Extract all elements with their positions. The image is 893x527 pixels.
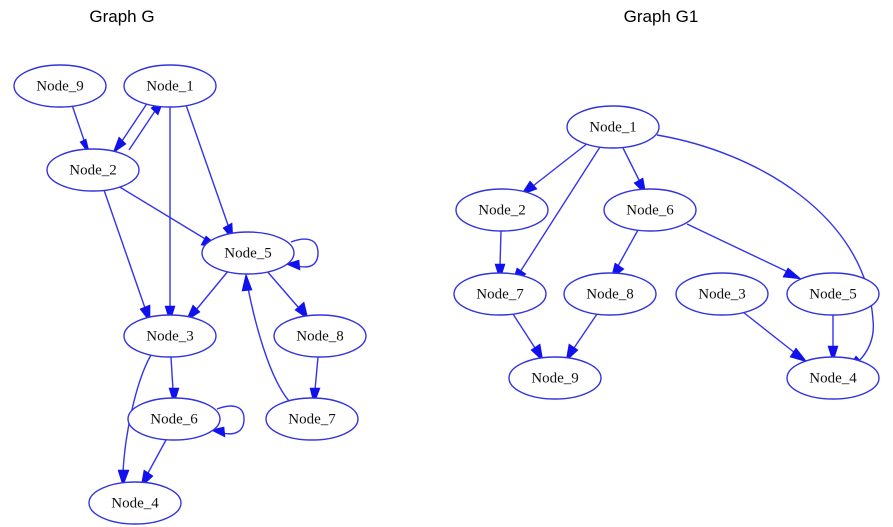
- edge-node5-to-node3: [185, 269, 230, 322]
- graph-g1-node-node9[interactable]: Node_9: [508, 356, 602, 400]
- edge-g1-node5-to-node4: [827, 315, 839, 364]
- graph-g1-title: Graph G1: [624, 7, 699, 26]
- graph-g-node-node6[interactable]: Node_6: [127, 397, 221, 441]
- edge-node1-to-node2: [112, 101, 149, 154]
- graph-g-node-node1[interactable]: Node_1: [123, 64, 217, 108]
- node-label: Node_2: [478, 202, 526, 218]
- graph-g1-nodes: Node_1 Node_2 Node_6 Node_7 Node_8 Node_…: [453, 105, 880, 400]
- edge-g1-node8-to-node9: [565, 313, 598, 362]
- edge-node1-to-node5: [185, 104, 234, 241]
- edge-node5-self-loop: [285, 238, 319, 271]
- graph-g-node-node8[interactable]: Node_8: [273, 314, 367, 358]
- graph-g-node-node2[interactable]: Node_2: [46, 148, 140, 192]
- graph-g1-node-node7[interactable]: Node_7: [453, 272, 547, 316]
- node-label: Node_3: [698, 286, 746, 302]
- graph-g1-node-node4[interactable]: Node_4: [786, 356, 880, 400]
- graph-g-node-node4[interactable]: Node_4: [88, 481, 182, 525]
- graph-g-title: Graph G: [89, 7, 154, 26]
- edge-node3-to-node6: [168, 356, 180, 406]
- graph-g1-node-node6[interactable]: Node_6: [603, 188, 697, 232]
- edge-g1-node6-to-node8: [610, 229, 639, 280]
- edge-g1-node3-to-node4: [742, 311, 808, 363]
- edge-g1-node1-to-node2: [520, 142, 589, 196]
- graph-g-node-node9[interactable]: Node_9: [13, 64, 107, 108]
- node-label: Node_7: [288, 411, 336, 427]
- edge-node1-to-node3: [164, 107, 176, 324]
- graph-g1-node-node1[interactable]: Node_1: [566, 105, 660, 149]
- edge-node2-to-node3: [103, 189, 151, 323]
- graph-g1-node-node8[interactable]: Node_8: [563, 272, 657, 316]
- node-label: Node_4: [809, 370, 857, 386]
- graph-g1-node-node3[interactable]: Node_3: [675, 272, 769, 316]
- edge-node7-to-node5: [241, 272, 290, 402]
- node-label: Node_9: [36, 78, 84, 94]
- node-label: Node_1: [589, 119, 637, 135]
- graph-g1-node-node2[interactable]: Node_2: [455, 188, 549, 232]
- node-label: Node_5: [809, 286, 857, 302]
- graph-g-nodes: Node_9 Node_1 Node_2 Node_5 Node_3 Node_…: [13, 64, 367, 525]
- node-label: Node_9: [531, 370, 579, 386]
- edge-node5-to-node8: [265, 269, 309, 320]
- node-label: Node_8: [586, 286, 634, 302]
- edge-node3-to-node4: [117, 354, 152, 487]
- edge-node8-to-node7: [309, 356, 321, 406]
- edge-node6-to-node4: [140, 439, 167, 488]
- edge-node2-to-node5: [117, 185, 220, 248]
- graph-g-node-node7[interactable]: Node_7: [265, 397, 359, 441]
- edge-g1-node6-to-node5: [686, 223, 802, 280]
- graph-g1-node-node5[interactable]: Node_5: [786, 272, 880, 316]
- graph-g-node-node5[interactable]: Node_5: [201, 231, 295, 275]
- node-label: Node_6: [150, 411, 198, 427]
- graph-g-node-node3[interactable]: Node_3: [123, 314, 217, 358]
- node-label: Node_5: [224, 245, 272, 261]
- node-label: Node_4: [111, 495, 159, 511]
- node-label: Node_2: [69, 162, 117, 178]
- node-label: Node_7: [476, 286, 524, 302]
- node-label: Node_8: [296, 328, 344, 344]
- node-label: Node_1: [146, 78, 194, 94]
- edge-g1-node2-to-node7: [494, 230, 506, 282]
- edge-g1-node1-to-node4: [656, 134, 875, 371]
- node-label: Node_6: [626, 202, 674, 218]
- edge-g1-node1-to-node6: [622, 147, 647, 196]
- node-label: Node_3: [146, 328, 194, 344]
- edge-node9-to-node2: [71, 104, 91, 156]
- edge-g1-node7-to-node9: [512, 313, 544, 362]
- graph-g1-edges: [494, 134, 875, 371]
